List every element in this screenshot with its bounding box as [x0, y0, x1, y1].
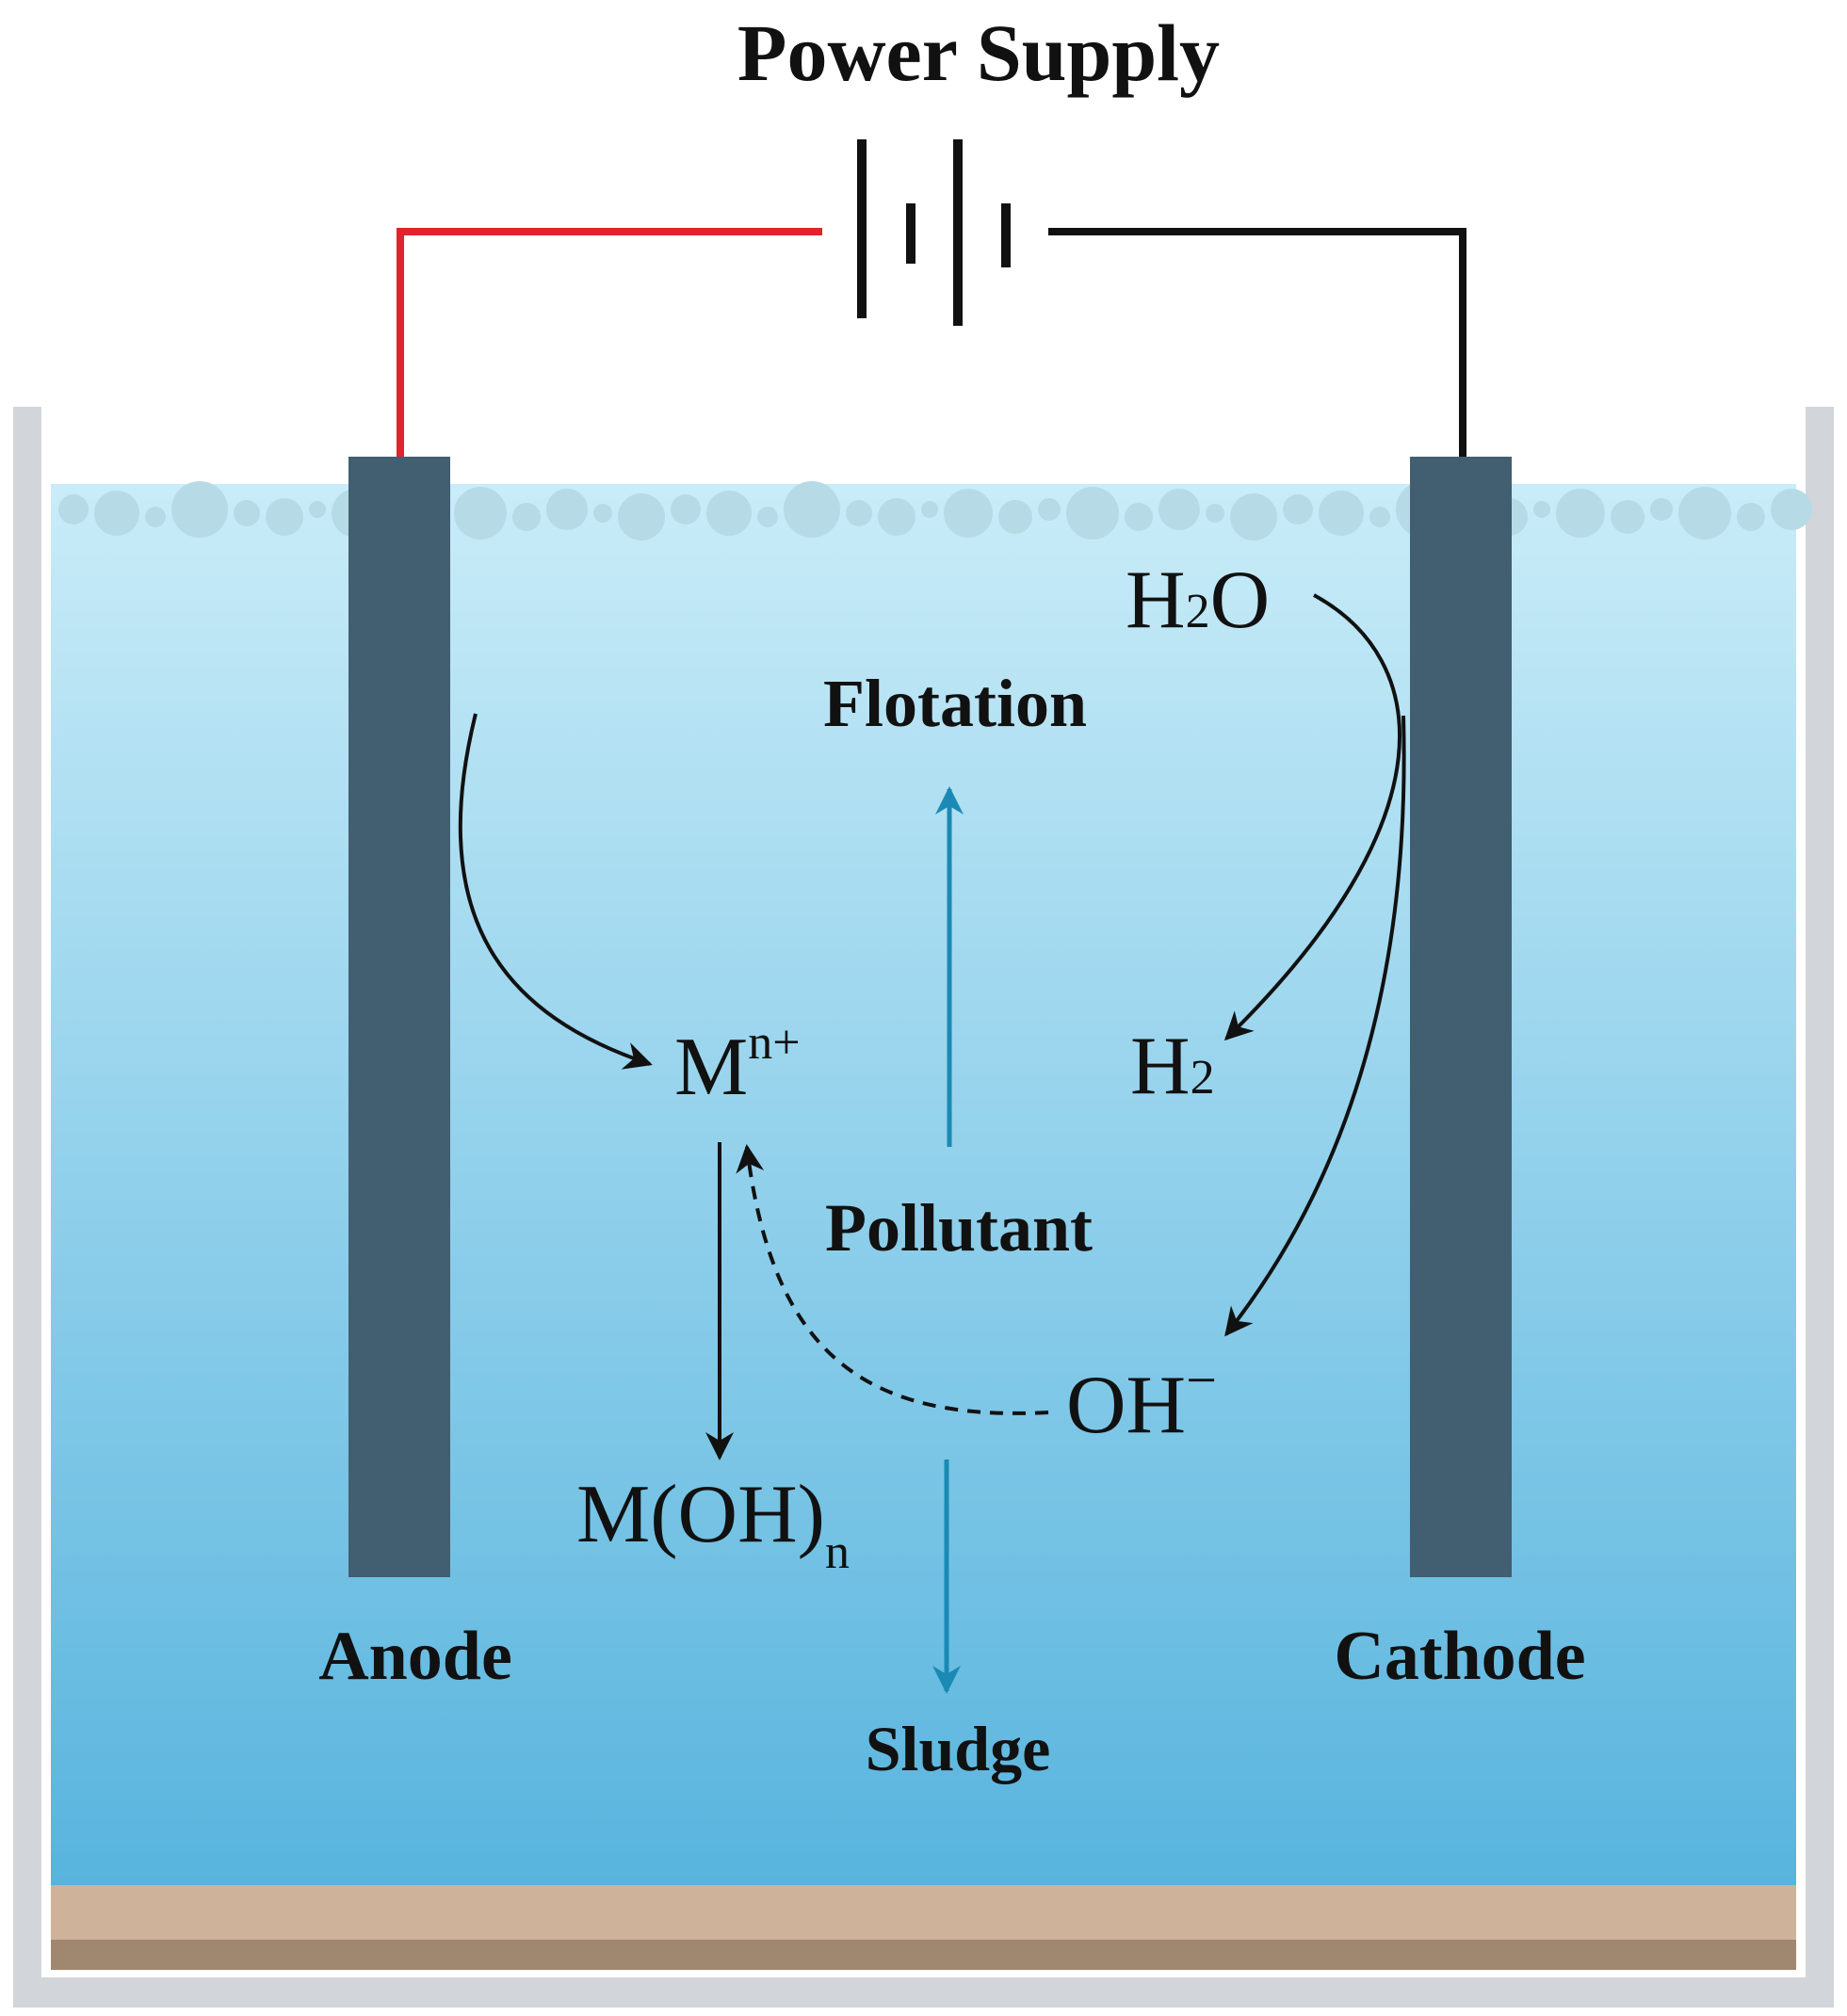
cathode-wire — [1048, 228, 1466, 457]
tank-wall-right — [1806, 407, 1834, 2008]
anode-electrode — [348, 457, 450, 1577]
hydrogen-subscript: 2 — [1191, 1051, 1215, 1105]
bubble — [266, 498, 303, 536]
sediment-layer-light — [51, 1885, 1796, 1940]
water-to-hydrogen-arrow — [1223, 593, 1401, 1041]
anode-to-metal-ion-arrow — [458, 713, 653, 1070]
bubble — [1319, 491, 1364, 536]
bubble — [757, 507, 778, 527]
bubble — [998, 500, 1032, 534]
bubble — [1283, 494, 1313, 524]
bubble — [94, 491, 139, 536]
metal-hydroxide-subscript: n — [825, 1525, 850, 1579]
bubble — [1771, 489, 1812, 530]
bubble — [1533, 501, 1550, 518]
bubble — [1611, 500, 1644, 534]
bubble — [1038, 498, 1061, 521]
hydroxide-species: OH− — [1066, 1349, 1217, 1451]
bubble — [145, 507, 166, 527]
metal-ion-species: Mn+ — [674, 1016, 801, 1113]
cathode-electrode — [1410, 457, 1512, 1577]
bubble — [58, 494, 89, 524]
bubble — [593, 504, 612, 523]
bubble — [1230, 493, 1277, 540]
cathode-label: Cathode — [1334, 1618, 1585, 1695]
bubble — [944, 489, 993, 538]
bubble — [1369, 507, 1390, 527]
water-subscript: 2 — [1186, 585, 1210, 638]
bubble — [1650, 498, 1673, 521]
bubble — [309, 501, 326, 518]
hydroxide-superscript: − — [1186, 1349, 1217, 1411]
battery-icon — [857, 139, 1011, 326]
anode-wire — [397, 228, 822, 457]
bubble — [1678, 487, 1731, 540]
water-species: H2O — [1126, 555, 1270, 646]
bubble — [512, 503, 541, 531]
metal-hydroxide-species: M(OH)n — [576, 1469, 850, 1579]
bubble — [1066, 487, 1119, 540]
bubble — [921, 501, 938, 518]
bubble — [706, 491, 752, 536]
tank-wall-left — [13, 407, 41, 2008]
sludge-label: Sludge — [866, 1713, 1051, 1784]
bubble — [1206, 504, 1224, 523]
bubble — [234, 500, 260, 526]
bubble — [1158, 489, 1200, 530]
bubble — [1125, 503, 1153, 531]
sediment-layer-dark — [51, 1940, 1796, 1970]
bubble — [618, 493, 665, 540]
pollutant-label: Pollutant — [825, 1190, 1093, 1266]
hydrogen-species: H2 — [1130, 1021, 1215, 1112]
bubble — [454, 487, 507, 540]
bubble — [171, 481, 228, 538]
bubble — [546, 489, 588, 530]
water-to-hydroxide-arrow — [1224, 715, 1406, 1337]
tank-wall-bottom — [13, 1977, 1834, 2008]
metal-ion-superscript: n+ — [748, 1016, 800, 1070]
anode-label: Anode — [318, 1618, 512, 1695]
bubble — [784, 481, 840, 538]
bubble — [1556, 489, 1605, 538]
bubble — [846, 500, 872, 526]
bubble — [878, 498, 915, 536]
hydroxide-to-metal-ion-arrow — [736, 1144, 1049, 1415]
power-supply-title: Power Supply — [737, 8, 1220, 98]
bubble — [1737, 503, 1765, 531]
bubble — [671, 494, 701, 524]
flotation-label: Flotation — [823, 666, 1087, 741]
